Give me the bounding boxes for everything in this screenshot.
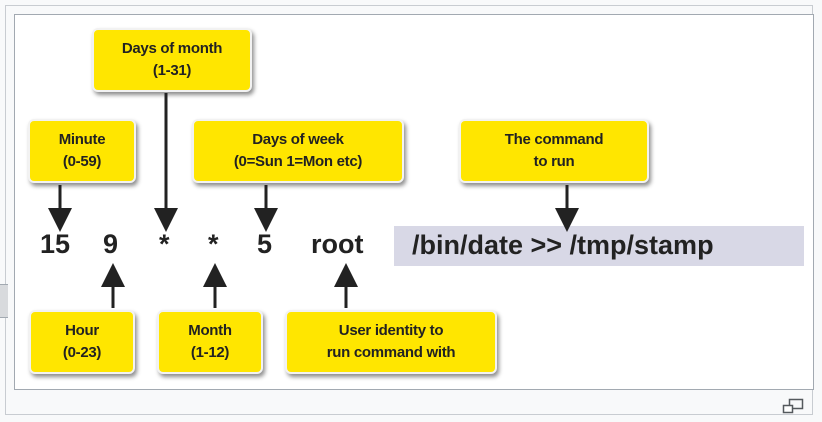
month-title: Month (188, 322, 232, 339)
token-day-of-week: 5 (257, 229, 273, 259)
day-of-week-title: Days of week (252, 131, 344, 148)
day-of-week-range: (0=Sun 1=Mon etc) (233, 153, 363, 170)
command-title: The command (504, 131, 604, 148)
day-of-month-box: Days of month (1-31) (92, 28, 252, 92)
expand-icon[interactable] (782, 398, 804, 414)
token-user: root (311, 229, 364, 259)
user-subtitle: run command with (326, 344, 456, 361)
user-box: User identity to run command with (285, 310, 497, 374)
token-minute: 15 (40, 229, 71, 259)
token-day-of-month: * (159, 229, 170, 259)
month-range: (1-12) (190, 344, 230, 361)
day-of-month-range: (1-31) (152, 62, 192, 79)
token-command: /bin/date >> /tmp/stamp (412, 230, 714, 260)
command-box: The command to run (459, 119, 649, 183)
day-of-month-title: Days of month (121, 40, 223, 57)
left-edge-tab (0, 284, 8, 318)
month-box: Month (1-12) (157, 310, 263, 374)
minute-range: (0-59) (62, 153, 102, 170)
user-title: User identity to (338, 322, 444, 339)
command-subtitle: to run (533, 153, 575, 170)
hour-range: (0-23) (62, 344, 102, 361)
hour-box: Hour (0-23) (29, 310, 135, 374)
command-highlight (394, 226, 804, 266)
minute-box: Minute (0-59) (28, 119, 136, 183)
minute-title: Minute (58, 131, 106, 148)
day-of-week-box: Days of week (0=Sun 1=Mon etc) (192, 119, 404, 183)
token-hour: 9 (103, 229, 119, 259)
hour-title: Hour (65, 322, 99, 339)
token-month: * (208, 229, 219, 259)
